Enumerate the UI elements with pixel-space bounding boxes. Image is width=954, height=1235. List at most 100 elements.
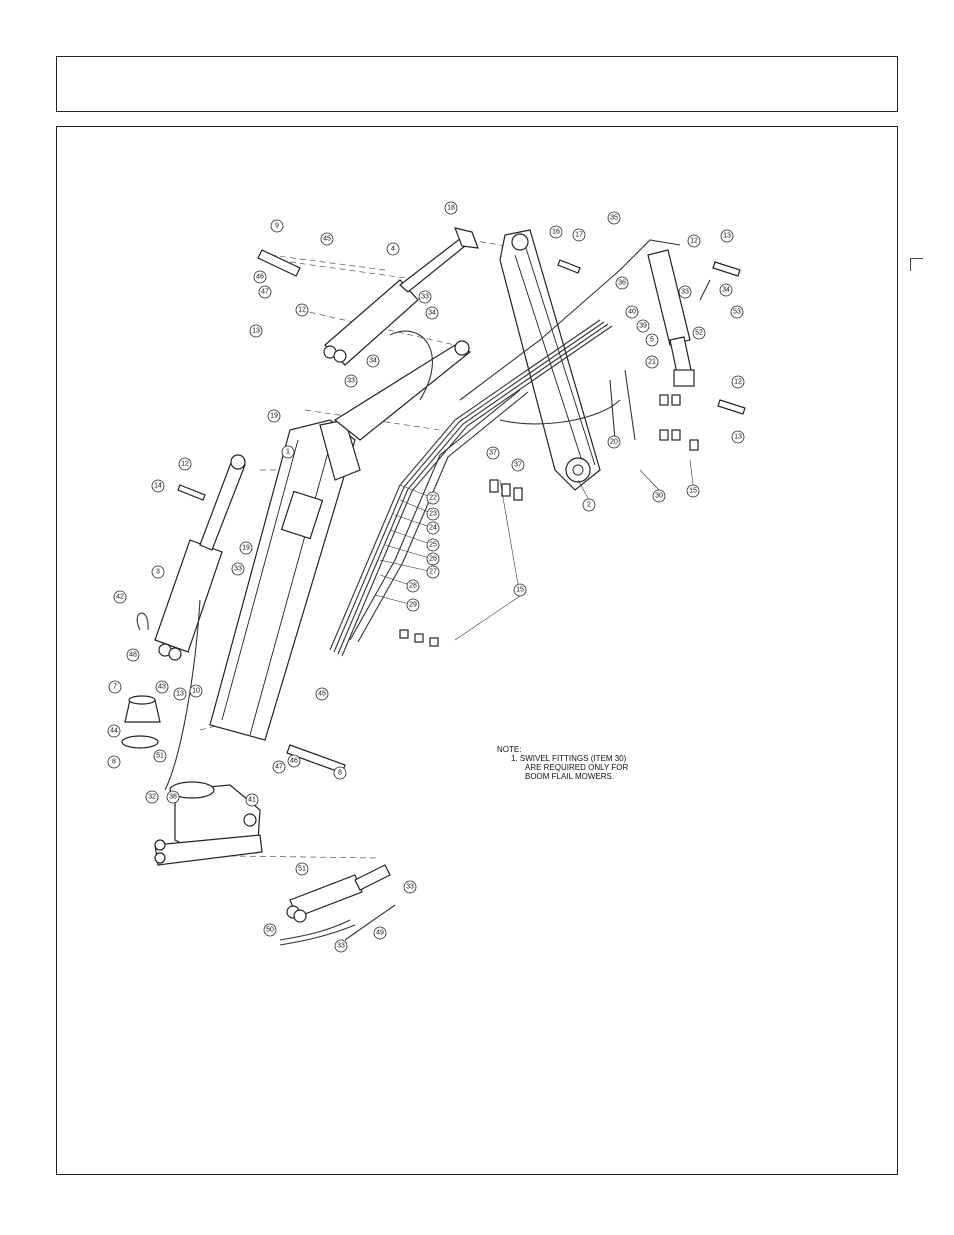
balloon-label: 47	[275, 764, 283, 771]
balloon-label: 22	[429, 495, 437, 502]
item-balloon-33: 33	[232, 563, 244, 575]
balloon-label: 45	[318, 691, 326, 698]
item-balloon-13: 13	[732, 431, 744, 443]
balloon-label: 46	[256, 274, 264, 281]
item-balloon-19: 19	[240, 542, 252, 554]
balloon-label: 14	[154, 483, 162, 490]
balloon-label: 16	[552, 229, 560, 236]
swivel-fittings-note: NOTE: 1. SWIVEL FITTINGS (ITEM 30) ARE R…	[497, 745, 628, 781]
balloon-label: 51	[298, 866, 306, 873]
balloon-label: 25	[429, 542, 437, 549]
item-balloon-51: 51	[296, 863, 308, 875]
item-balloon-45: 45	[321, 233, 333, 245]
item-balloon-23: 23	[427, 508, 439, 520]
item-balloon-41: 41	[246, 794, 258, 806]
item-balloon-45: 45	[316, 688, 328, 700]
balloon-label: 33	[347, 378, 355, 385]
item-balloon-38: 38	[167, 791, 179, 803]
balloon-label: 42	[116, 594, 124, 601]
balloon-label: 48	[129, 652, 137, 659]
item-balloon-33: 33	[679, 286, 691, 298]
item-balloon-39: 39	[637, 320, 649, 332]
balloon-label: 51	[156, 753, 164, 760]
balloon-label: 23	[429, 511, 437, 518]
balloon-label: 32	[148, 794, 156, 801]
item-balloon-12: 12	[296, 304, 308, 316]
item-balloon-24: 24	[427, 522, 439, 534]
balloon-label: 12	[734, 379, 742, 386]
balloon-label: 12	[298, 307, 306, 314]
item-balloon-47: 47	[259, 286, 271, 298]
item-balloon-34: 34	[426, 307, 438, 319]
item-balloon-30: 30	[653, 490, 665, 502]
item-balloon-33: 33	[404, 881, 416, 893]
balloon-label: 34	[428, 310, 436, 317]
item-balloon-15: 15	[687, 485, 699, 497]
balloon-label: 34	[722, 287, 730, 294]
item-balloon-33: 33	[335, 940, 347, 952]
balloon-label: 13	[734, 434, 742, 441]
balloon-label: 4	[391, 246, 395, 253]
balloon-label: 35	[610, 215, 618, 222]
balloon-label: 33	[421, 294, 429, 301]
balloon-label: 33	[234, 566, 242, 573]
balloon-label: 7	[113, 684, 117, 691]
item-balloon-46: 46	[288, 755, 300, 767]
balloon-label: 24	[429, 525, 437, 532]
item-balloon-10: 10	[190, 685, 202, 697]
leader-lines	[375, 460, 693, 640]
balloon-label: 53	[733, 309, 741, 316]
balloon-label: 36	[618, 280, 626, 287]
item-balloon-13: 13	[721, 230, 733, 242]
balloon-label: 2	[587, 502, 591, 509]
item-balloon-46: 46	[254, 271, 266, 283]
balloon-label: 12	[690, 238, 698, 245]
item-balloon-40: 40	[626, 306, 638, 318]
balloon-label: 13	[723, 233, 731, 240]
balloon-label: 3	[156, 569, 160, 576]
balloon-label: 33	[681, 289, 689, 296]
item-balloon-35: 35	[608, 212, 620, 224]
item-balloon-12: 12	[179, 458, 191, 470]
balloon-label: 34	[369, 358, 377, 365]
balloon-label: 19	[270, 413, 278, 420]
balloon-label: 1	[286, 449, 290, 456]
balloon-label: 37	[489, 450, 497, 457]
item-balloon-26: 26	[427, 553, 439, 565]
item-balloon-27: 27	[427, 566, 439, 578]
note-heading: NOTE:	[497, 745, 628, 754]
balloon-label: 18	[447, 205, 455, 212]
balloon-label: 27	[429, 569, 437, 576]
balloon-label: 38	[169, 794, 177, 801]
balloon-label: 17	[575, 232, 583, 239]
balloon-label: 12	[181, 461, 189, 468]
item-balloon-37: 37	[487, 447, 499, 459]
balloon-label: 28	[409, 583, 417, 590]
item-balloon-51: 51	[154, 750, 166, 762]
balloon-label: 15	[689, 488, 697, 495]
balloon-label: 37	[514, 462, 522, 469]
balloon-label: 50	[266, 927, 274, 934]
item-balloon-20: 20	[608, 436, 620, 448]
balloon-label: 33	[337, 943, 345, 950]
item-balloon-1: 1	[282, 446, 294, 458]
balloon-label: 10	[192, 688, 200, 695]
balloon-label: 30	[655, 493, 663, 500]
balloon-label: 19	[242, 545, 250, 552]
item-balloon-12: 12	[732, 376, 744, 388]
balloon-label: 49	[376, 930, 384, 937]
item-balloon-13: 13	[174, 688, 186, 700]
balloon-label: 26	[429, 556, 437, 563]
item-balloon-22: 22	[427, 492, 439, 504]
item-balloon-16: 16	[550, 226, 562, 238]
item-balloon-48: 48	[127, 649, 139, 661]
item-balloon-44: 44	[108, 725, 120, 737]
item-balloon-4: 4	[387, 243, 399, 255]
item-balloon-25: 25	[427, 539, 439, 551]
item-balloon-52: 52	[693, 327, 705, 339]
item-balloon-7: 7	[109, 681, 121, 693]
note-line-1: 1. SWIVEL FITTINGS (ITEM 30)	[497, 754, 628, 763]
item-balloon-2: 2	[583, 499, 595, 511]
item-balloon-42: 42	[114, 591, 126, 603]
item-balloon-36: 36	[616, 277, 628, 289]
